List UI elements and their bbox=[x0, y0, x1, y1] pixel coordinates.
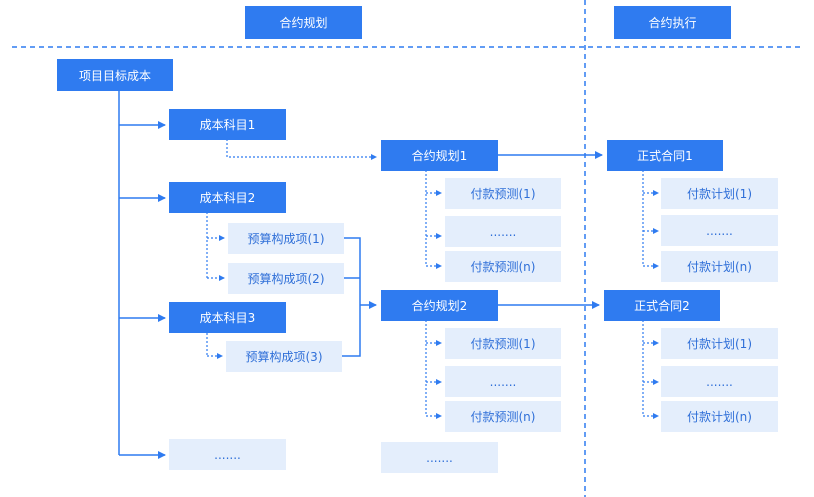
budget-item-2: 预算构成项(2) bbox=[228, 263, 344, 294]
contract-1-payment-ellipsis: ....... bbox=[661, 215, 778, 246]
plan-1-forecast-ellipsis: ....... bbox=[445, 216, 561, 247]
root-connectors bbox=[118, 90, 166, 459]
plan-1-forecast-1: 付款预测(1) bbox=[445, 178, 561, 209]
contract-2-payment-ellipsis: ....... bbox=[661, 366, 778, 397]
plan-2-forecast-1: 付款预测(1) bbox=[445, 328, 561, 359]
contract-2-payment-n: 付款计划(n) bbox=[661, 401, 778, 432]
budget-to-plan2-connector bbox=[342, 237, 377, 357]
cost-item-3: 成本科目3 bbox=[169, 302, 286, 333]
budget-connectors bbox=[206, 212, 225, 359]
cost-item-1: 成本科目1 bbox=[169, 109, 286, 140]
plan-1-forecast-n: 付款预测(n) bbox=[445, 251, 561, 282]
budget-item-1: 预算构成项(1) bbox=[228, 223, 344, 254]
contract-1-payment-1: 付款计划(1) bbox=[661, 178, 778, 209]
cost-item-ellipsis: ....... bbox=[169, 439, 286, 470]
plan-1: 合约规划1 bbox=[381, 140, 498, 171]
contract-1: 正式合同1 bbox=[607, 140, 723, 171]
cost1-to-plan1-connector bbox=[226, 139, 377, 160]
contract-1-payment-n: 付款计划(n) bbox=[661, 251, 778, 282]
root-node: 项目目标成本 bbox=[57, 59, 173, 91]
payment-connectors bbox=[642, 170, 659, 419]
execution-header: 合约执行 bbox=[614, 6, 731, 39]
plan-to-contract-connectors bbox=[498, 151, 603, 309]
cost-item-2: 成本科目2 bbox=[169, 182, 286, 213]
contract-2: 正式合同2 bbox=[604, 290, 720, 321]
budget-item-3: 预算构成项(3) bbox=[226, 341, 342, 372]
plan-2: 合约规划2 bbox=[381, 290, 498, 321]
forecast-connectors bbox=[425, 170, 442, 419]
plan-2-forecast-n: 付款预测(n) bbox=[445, 401, 561, 432]
plan-2-forecast-ellipsis: ....... bbox=[445, 366, 561, 397]
plan-ellipsis: ....... bbox=[381, 442, 498, 473]
contract-2-payment-1: 付款计划(1) bbox=[661, 328, 778, 359]
planning-header: 合约规划 bbox=[245, 6, 362, 39]
